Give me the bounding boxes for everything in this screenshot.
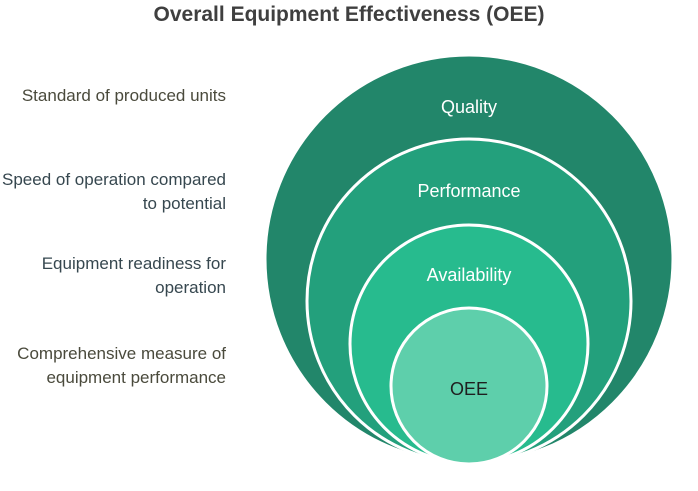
availability-label: Availability — [427, 265, 512, 285]
oee-label: OEE — [450, 379, 488, 399]
diagram-title: Overall Equipment Effectiveness (OEE) — [153, 3, 545, 26]
performance-description: Speed of operation compared to potential — [2, 170, 226, 213]
oee-description: Comprehensive measure of equipment perfo… — [17, 344, 226, 387]
quality-label: Quality — [441, 97, 497, 117]
oee-circle — [389, 306, 549, 466]
performance-label: Performance — [417, 181, 520, 201]
availability-description: Equipment readiness for operation — [41, 254, 226, 297]
quality-description: Standard of produced units — [21, 86, 226, 105]
